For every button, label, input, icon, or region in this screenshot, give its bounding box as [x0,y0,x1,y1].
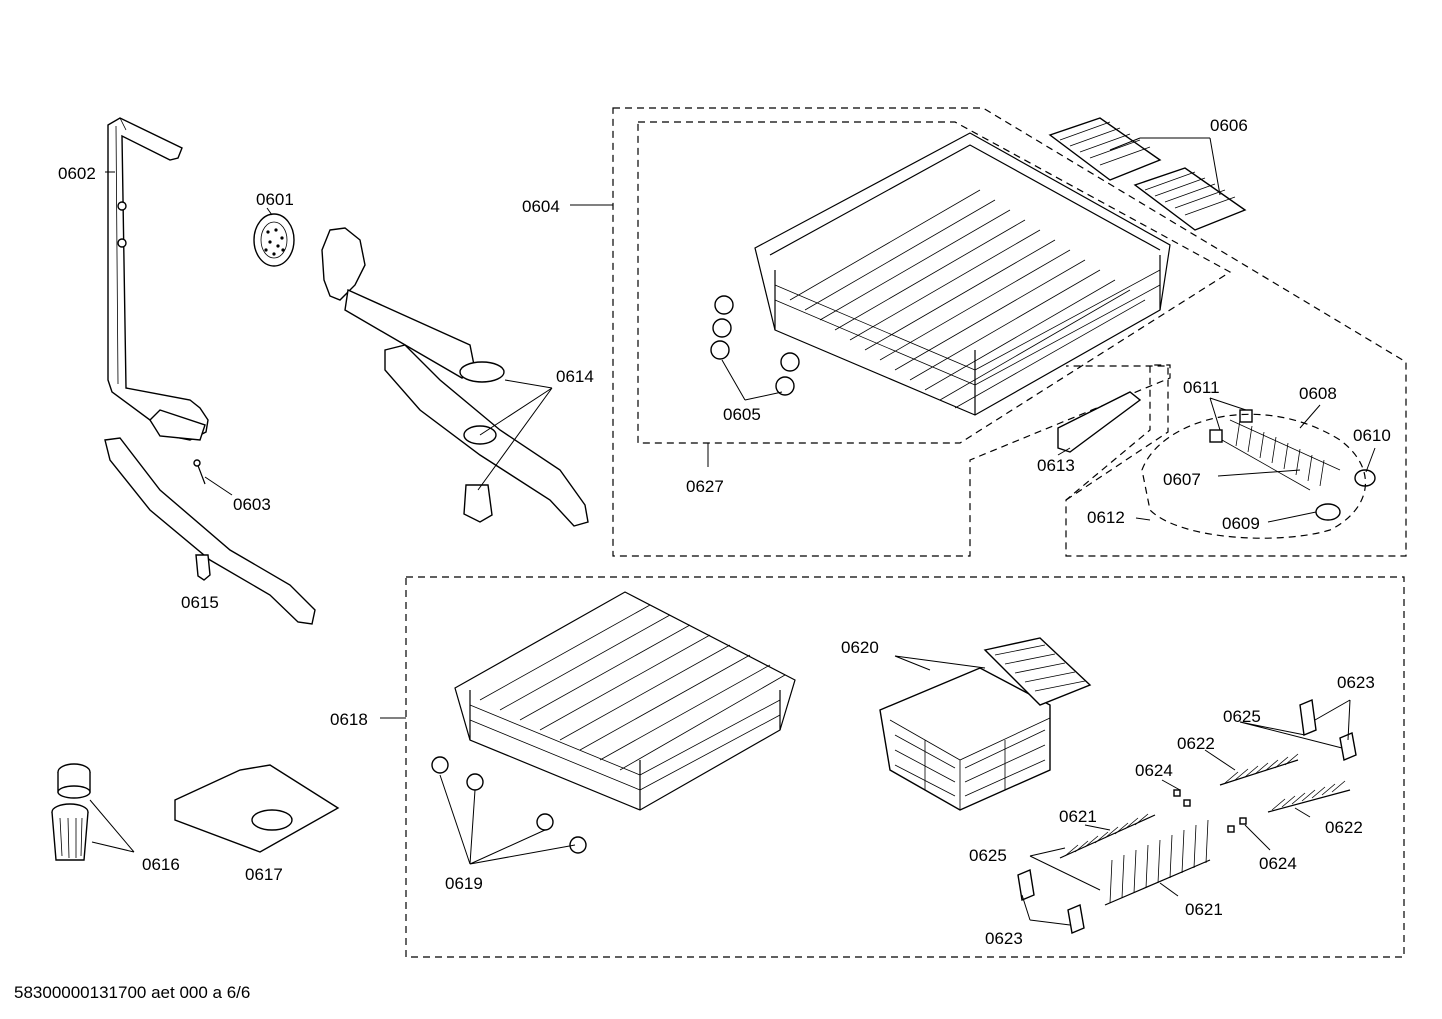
label-0609: 0609 [1222,514,1260,533]
part-labels: 0602 0601 0604 0606 0614 0611 0608 0605 … [58,116,1391,948]
lower-basket-group-box [405,576,1405,958]
label-0621-top: 0621 [1059,807,1097,826]
filter-disc-part [253,213,295,267]
label-0617: 0617 [245,865,283,884]
label-0614: 0614 [556,367,594,386]
upper-basket-part [754,132,1171,416]
label-0611: 0611 [1183,378,1220,397]
filter-part [51,763,91,861]
upper-basket-inner-box [637,121,1232,444]
tine-rack-part [1104,819,1211,906]
drawing-number-footer: 58300000131700 aet 000 a 6/6 [14,983,250,1002]
label-0622-right: 0622 [1325,818,1363,837]
label-0623-bottom: 0623 [985,929,1023,948]
label-0625-top: 0625 [1223,707,1261,726]
label-0613: 0613 [1037,456,1075,475]
lower-spray-arm-part [104,437,316,625]
label-0627: 0627 [686,477,724,496]
label-0601: 0601 [256,190,294,209]
label-0603: 0603 [233,495,271,514]
label-0607: 0607 [1163,470,1201,489]
filter-cover-part [174,764,340,853]
lower-basket-part [454,591,796,811]
cup-rack-lower-part [1267,780,1351,813]
label-0620: 0620 [841,638,879,657]
leader-lines [89,137,1376,926]
label-0615: 0615 [181,593,219,612]
label-0616: 0616 [142,855,180,874]
label-0610: 0610 [1353,426,1391,445]
label-0618: 0618 [330,710,368,729]
upper-spray-arm-part [384,344,589,527]
label-0604: 0604 [522,197,560,216]
cup-rack-upper-part [1219,753,1299,786]
label-0602: 0602 [58,164,96,183]
label-0622-top: 0622 [1177,734,1215,753]
rack-holders-part [1017,699,1357,934]
rail-part [1057,391,1142,453]
label-0623-top: 0623 [1337,673,1375,692]
label-0624-right: 0624 [1259,854,1297,873]
knife-rack-part [1059,813,1156,859]
label-0621-bottom: 0621 [1185,900,1223,919]
label-0625-left: 0625 [969,846,1007,865]
label-0619: 0619 [445,874,483,893]
label-0624-top: 0624 [1135,761,1173,780]
label-0606: 0606 [1210,116,1248,135]
rail-group-box [1065,365,1169,501]
cutlery-basket-part [879,637,1092,811]
upper-basket-group-box [612,107,1407,557]
fold-rack-set-part [1141,409,1376,539]
screw-part [193,459,206,485]
label-0612: 0612 [1087,508,1125,527]
label-0608: 0608 [1299,384,1337,403]
label-0605: 0605 [723,405,761,424]
flip-rack-part [1048,117,1247,231]
upper-spray-arm-pipe-part [321,227,505,383]
lower-basket-wheels-part [431,756,587,854]
spray-pipe-part [107,117,209,441]
upper-basket-wheels-part [710,295,800,396]
